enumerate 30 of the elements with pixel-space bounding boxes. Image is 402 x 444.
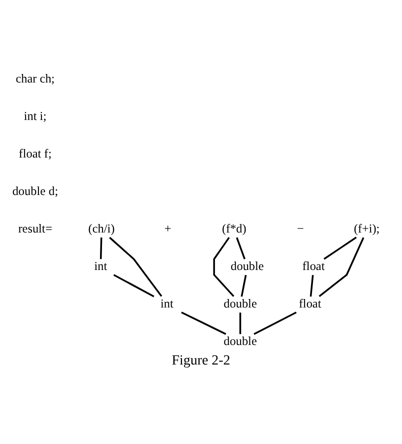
connector — [236, 237, 246, 260]
label: result= — [18, 222, 52, 236]
connector — [324, 236, 357, 260]
node-text: double — [224, 296, 257, 311]
node-text: int — [160, 296, 174, 311]
node-text: (ch/i) — [88, 222, 115, 236]
connector — [318, 237, 364, 297]
connector — [100, 238, 102, 260]
connector — [109, 236, 162, 297]
node-text: (f+i); — [354, 222, 380, 236]
node-text: float — [302, 259, 325, 274]
node-text: float — [298, 296, 322, 311]
connector — [310, 274, 314, 297]
caption: Figure 2-2 — [172, 353, 230, 368]
label: + — [164, 222, 172, 236]
label: int i; — [24, 109, 47, 124]
label: float f; — [18, 146, 52, 161]
label: char ch; — [16, 72, 55, 86]
connector — [113, 274, 154, 298]
label: − — [297, 222, 304, 236]
node-text: double — [230, 259, 264, 274]
node-text: (f*d) — [222, 222, 246, 236]
connector — [254, 312, 297, 335]
connector — [239, 312, 242, 334]
connector — [181, 312, 226, 335]
node-text: double — [224, 334, 257, 348]
connector — [240, 274, 247, 297]
node-text: int — [94, 259, 108, 274]
label: double d; — [12, 184, 58, 198]
connector — [213, 237, 234, 297]
